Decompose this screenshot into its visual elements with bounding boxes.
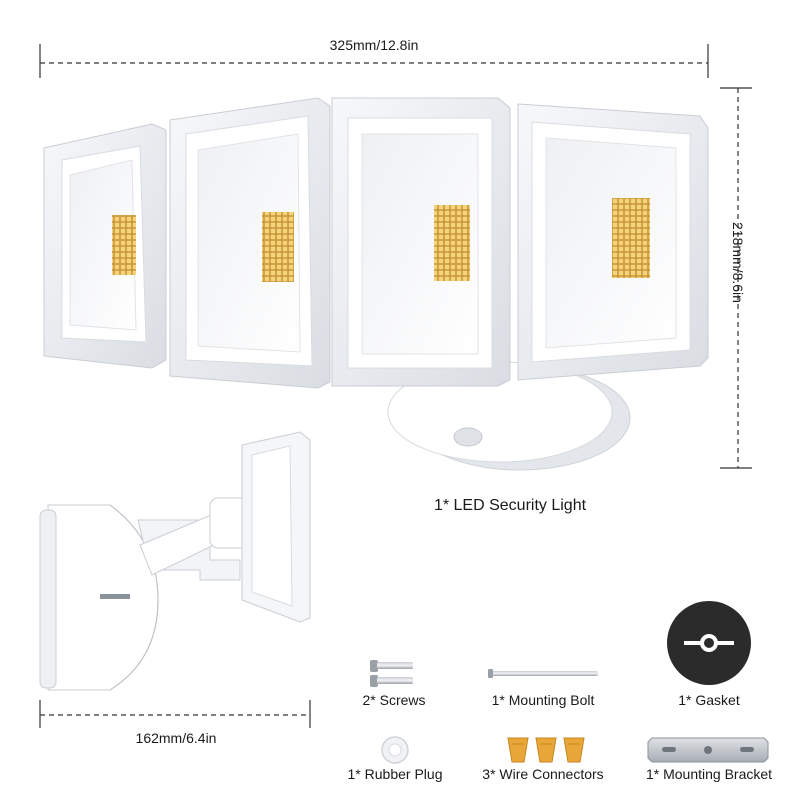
height-dimension-line bbox=[720, 87, 752, 469]
led-array bbox=[612, 198, 650, 278]
depth-dimension-line bbox=[39, 700, 311, 728]
gasket-icon bbox=[667, 601, 751, 685]
mounting-bracket-icon bbox=[647, 737, 769, 763]
gasket-label: 1* Gasket bbox=[678, 692, 740, 708]
led-array bbox=[262, 212, 294, 282]
mounting-bracket-label: 1* Mounting Bracket bbox=[645, 766, 773, 782]
mounting-bolt-label: 1* Mounting Bolt bbox=[491, 692, 595, 708]
screws-icon bbox=[370, 660, 413, 687]
mounting-bolt-icon bbox=[488, 669, 598, 678]
depth-dimension-label: 162mm/6.4in bbox=[135, 730, 217, 746]
rubber-plug-icon bbox=[381, 736, 409, 764]
rubber-plug-label: 1* Rubber Plug bbox=[347, 766, 443, 782]
main-product-label: 1* LED Security Light bbox=[433, 497, 587, 514]
led-array bbox=[434, 205, 470, 281]
height-dimension-label: 218mm/8.6in bbox=[730, 222, 746, 303]
screws-label: 2* Screws bbox=[362, 692, 426, 708]
light-head-2 bbox=[169, 97, 331, 389]
width-dimension-line bbox=[39, 44, 709, 78]
light-head-4 bbox=[517, 103, 709, 381]
led-array bbox=[112, 215, 136, 275]
light-head-3 bbox=[331, 97, 511, 387]
side-view-light bbox=[39, 431, 311, 691]
wire-connectors-label: 3* Wire Connectors bbox=[482, 766, 604, 782]
width-dimension-label: 325mm/12.8in bbox=[329, 37, 419, 53]
light-head-1 bbox=[43, 123, 167, 369]
wire-connectors-icon bbox=[507, 737, 585, 763]
